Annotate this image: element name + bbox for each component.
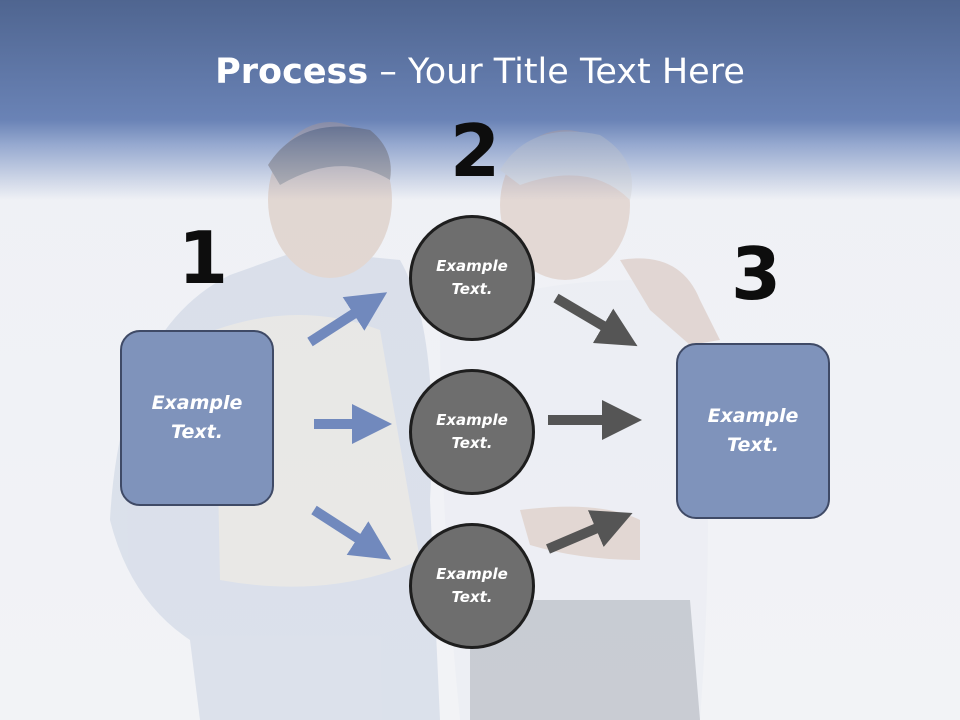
step-number-2: 2 (450, 109, 501, 193)
step-2-circle-bottom: Example Text. (409, 523, 535, 649)
arrow-right-down-icon (311, 505, 392, 560)
step-number-3: 3 (731, 232, 782, 316)
step-2-circle-top: Example Text. (409, 215, 535, 341)
circle-top-text: Example Text. (436, 256, 508, 298)
step-3-box-text: Example Text. (707, 404, 799, 456)
step-3-box: Example Text. (676, 343, 830, 519)
step-number-1: 1 (178, 216, 229, 300)
step-2-circle-middle: Example Text. (409, 369, 535, 495)
circle-middle-text: Example Text. (436, 410, 508, 452)
title-bold: Process (215, 52, 369, 92)
step-1-box: Example Text. (120, 330, 274, 506)
arrow-right-down-icon (553, 293, 638, 347)
slide-title: Process – Your Title Text Here (0, 52, 960, 92)
arrow-right-up-icon (546, 510, 633, 554)
step-1-box-text: Example Text. (151, 391, 243, 443)
header-band (0, 0, 960, 200)
circle-bottom-text: Example Text. (436, 564, 508, 606)
title-rest: – Your Title Text Here (368, 52, 745, 92)
arrow-right-up-icon (307, 292, 388, 347)
